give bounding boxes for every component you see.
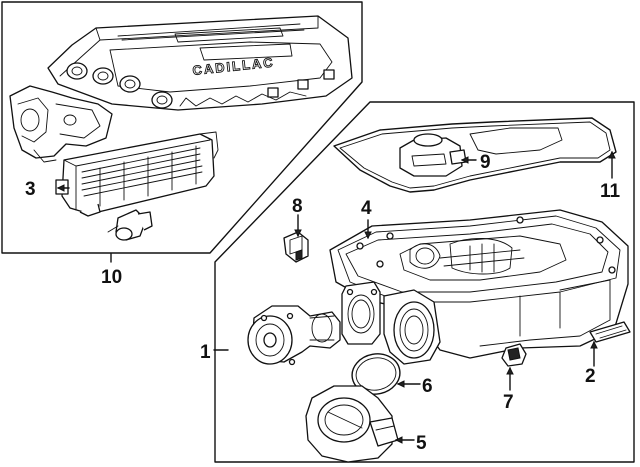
callout-6: 6 [422, 376, 433, 397]
callout-10: 10 [101, 267, 122, 288]
callout-2: 2 [585, 366, 596, 387]
bypass-actuator [399, 133, 467, 177]
map-sensor [283, 231, 309, 263]
supercharger-gasket [333, 117, 617, 193]
callout-8: 8 [292, 196, 303, 217]
callout-4: 4 [361, 198, 372, 219]
throttle-seal [351, 353, 401, 395]
engine-cover: CADILLAC [47, 15, 353, 111]
intercooler [55, 131, 219, 217]
group-box-right [214, 101, 635, 463]
callout-5: 5 [416, 433, 427, 454]
intercooler-pump [107, 209, 153, 241]
group-box-upper-left [1, 1, 363, 254]
throttle-body [305, 385, 399, 463]
coolant-outlet-housing [9, 85, 113, 163]
callout-3: 3 [25, 179, 36, 200]
supercharger-drive [247, 305, 341, 366]
callout-11: 11 [600, 181, 621, 202]
callout-1: 1 [200, 342, 211, 363]
leader-lines [56, 150, 616, 444]
temperature-sensor [589, 321, 631, 343]
callout-7: 7 [503, 392, 514, 413]
callout-9: 9 [480, 152, 491, 173]
mass-airflow-sensor [501, 343, 527, 367]
inlet-adapter [341, 281, 441, 365]
